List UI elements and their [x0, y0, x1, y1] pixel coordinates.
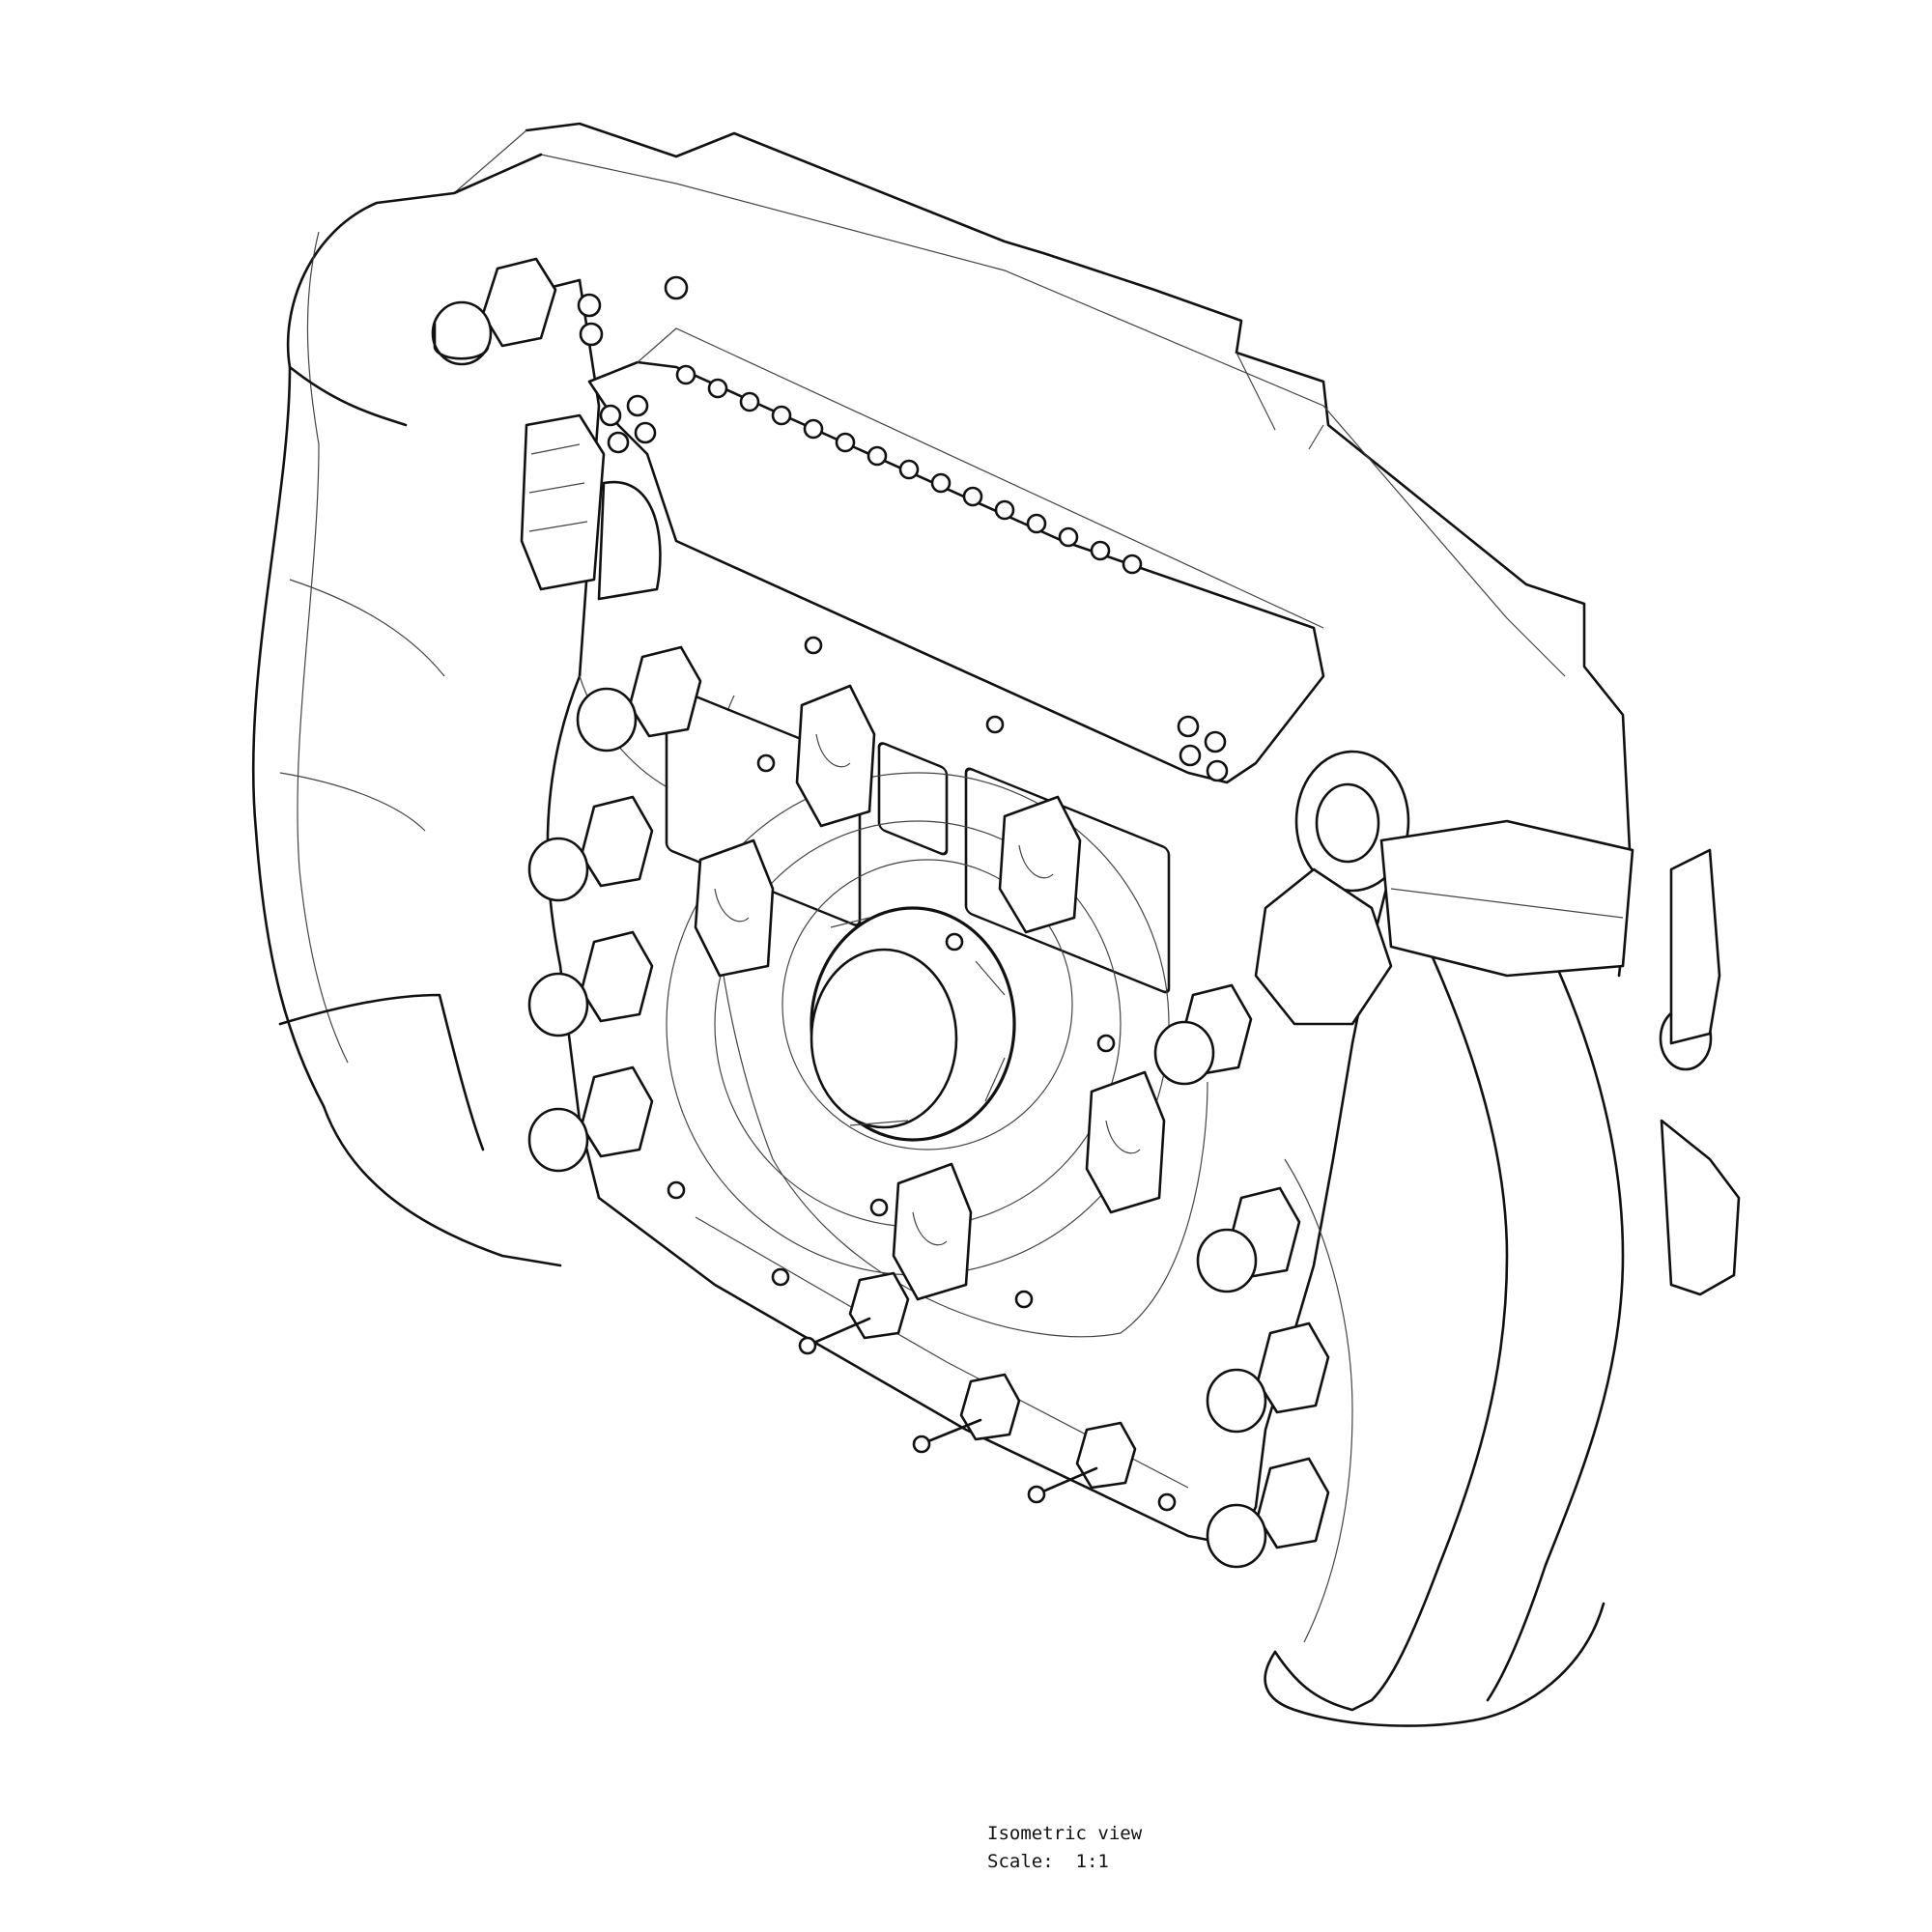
push-button-top-left[interactable] — [431, 257, 557, 366]
push-button-right-2[interactable] — [1196, 1186, 1301, 1293]
rotary-switch-4[interactable] — [1085, 1070, 1166, 1214]
center-rotary-knob[interactable] — [666, 772, 1170, 1276]
caption-scale-label: Scale: — [987, 1851, 1054, 1872]
faceplate — [539, 278, 1403, 1548]
push-button-left-3[interactable] — [527, 930, 654, 1037]
display-screen-center — [877, 742, 949, 856]
right-grip-band — [1379, 819, 1634, 978]
shift-light-row — [675, 364, 1143, 575]
rotary-dial-top-left[interactable] — [520, 413, 662, 601]
rotary-switch-3[interactable] — [998, 795, 1082, 934]
flag-lights-left — [599, 394, 657, 454]
rotary-switch-2[interactable] — [694, 838, 775, 978]
push-button-left-2[interactable] — [527, 795, 654, 902]
push-button-right-4[interactable] — [1206, 1457, 1330, 1569]
paddle-shifter-lower[interactable] — [1660, 1119, 1741, 1296]
drawing-caption: Isometric view Scale: 1:1 — [987, 1820, 1142, 1876]
push-button-left-4[interactable] — [527, 1065, 654, 1173]
rotary-switch-5[interactable] — [892, 1162, 973, 1301]
caption-view: Isometric view — [987, 1823, 1143, 1844]
status-lights-top — [577, 275, 689, 347]
toggle-switch-3[interactable] — [1027, 1421, 1137, 1504]
rotary-knob-right[interactable] — [1254, 750, 1410, 1026]
push-button-right-3[interactable] — [1206, 1321, 1330, 1434]
flag-lights-right — [1177, 715, 1229, 782]
caption-scale-value: 1:1 — [1075, 1851, 1109, 1872]
caption-scale: Scale: 1:1 — [987, 1848, 1142, 1876]
top-housing-inner — [540, 154, 1566, 677]
rotary-switch-1[interactable] — [795, 684, 876, 828]
display-panel — [587, 360, 1325, 784]
left-grip — [251, 153, 562, 1267]
push-button-left-1[interactable] — [576, 645, 702, 753]
right-grip — [1273, 867, 1509, 1712]
push-button-right-1[interactable] — [1153, 983, 1253, 1086]
mounting-screws — [667, 636, 1177, 1512]
toggle-switch-1[interactable] — [798, 1271, 910, 1355]
paddle-shifter-upper[interactable] — [1669, 848, 1721, 1045]
left-grip-inner — [297, 231, 349, 1064]
toggle-switch-2[interactable] — [912, 1373, 1021, 1454]
